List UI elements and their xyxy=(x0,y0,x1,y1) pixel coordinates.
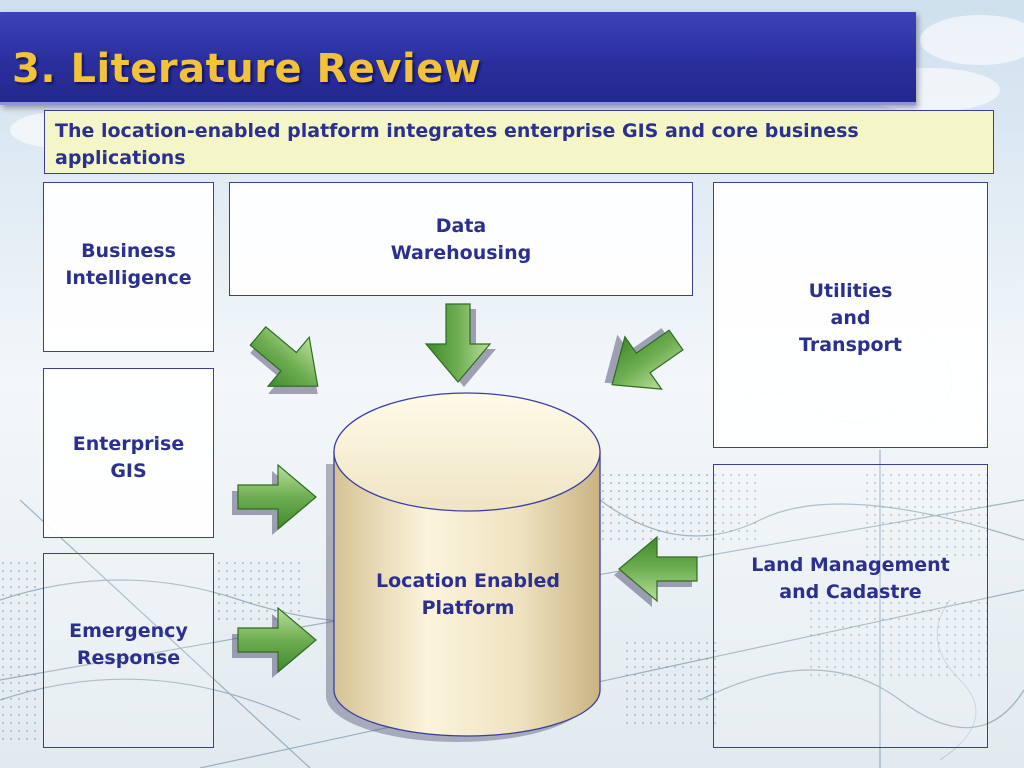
label-line: Land Management xyxy=(751,554,950,576)
label-line: Data xyxy=(435,215,487,237)
label-line: Response xyxy=(76,647,181,669)
label-line: Transport xyxy=(798,334,902,356)
title-bar: 3. Literature Review xyxy=(0,12,916,105)
emergency-response-box: Emergency Response xyxy=(43,553,214,748)
subtitle-text: The location-enabled platform integrates… xyxy=(55,120,859,169)
label-line: Warehousing xyxy=(390,242,532,264)
data-warehousing-box: Data Warehousing xyxy=(229,182,693,296)
slide-title: 3. Literature Review xyxy=(12,46,482,92)
enterprise-gis-label: Enterprise GIS xyxy=(44,431,213,485)
land-management-label: Land Management and Cadastre xyxy=(714,552,987,606)
enterprise-gis-box: Enterprise GIS xyxy=(43,368,214,538)
label-line: Location Enabled xyxy=(376,570,560,592)
label-line: and xyxy=(830,307,871,329)
business-intelligence-box: Business Intelligence xyxy=(43,182,214,352)
emergency-response-label: Emergency Response xyxy=(44,618,213,672)
utilities-transport-box: Utilities and Transport xyxy=(713,182,988,448)
label-line: Emergency xyxy=(69,620,188,642)
location-platform-label: Location Enabled Platform xyxy=(336,568,600,622)
label-line: and Cadastre xyxy=(779,581,922,603)
subtitle-box: The location-enabled platform integrates… xyxy=(44,110,994,174)
label-line: Platform xyxy=(421,597,515,619)
label-line: Enterprise xyxy=(72,433,185,455)
utilities-transport-label: Utilities and Transport xyxy=(714,278,987,359)
label-line: Business xyxy=(81,240,176,262)
data-warehousing-label: Data Warehousing xyxy=(230,213,692,267)
label-line: GIS xyxy=(110,460,147,482)
label-line: Intelligence xyxy=(65,267,192,289)
land-management-box: Land Management and Cadastre xyxy=(713,464,988,748)
business-intelligence-label: Business Intelligence xyxy=(44,238,213,292)
label-line: Utilities xyxy=(808,280,893,302)
